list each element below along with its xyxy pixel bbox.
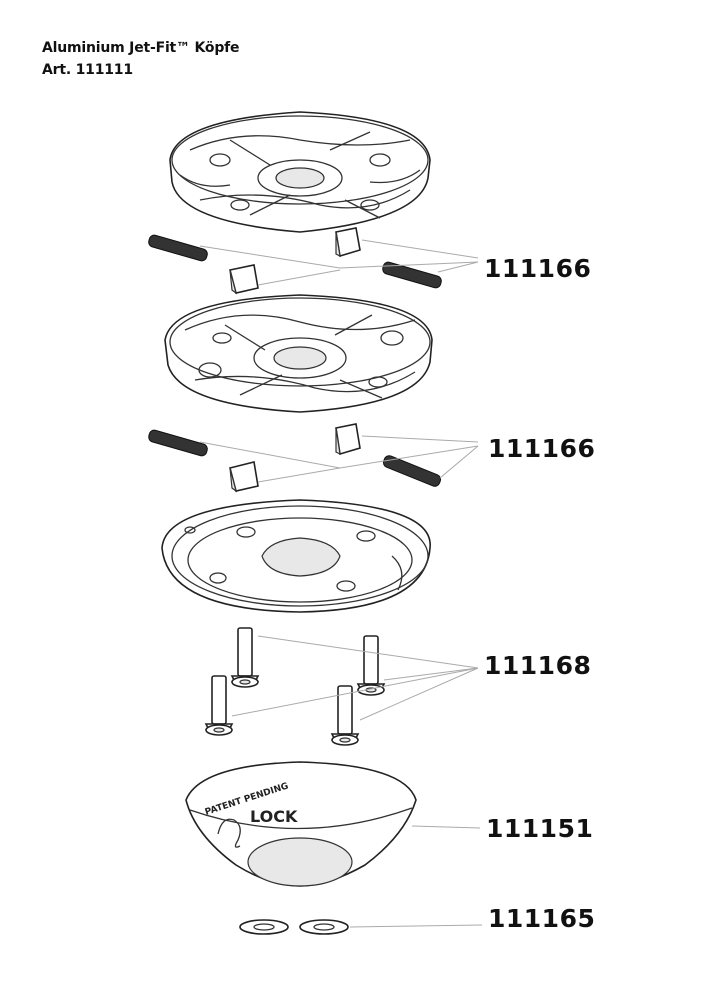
top-head-part (169, 111, 431, 233)
callout-label-pins-lower: 111166 (488, 434, 596, 463)
washer-2 (299, 919, 349, 935)
screw-3 (204, 675, 234, 736)
callout-label-washers: 111165 (488, 904, 596, 933)
base-plate (161, 499, 431, 613)
washer-1 (239, 919, 289, 935)
callout-label-screws: 111168 (484, 651, 592, 680)
screw-1 (230, 627, 260, 688)
upper-right-pin (382, 261, 442, 289)
page-title: Aluminium Jet-Fit™ Köpfe (42, 40, 240, 56)
lower-right-pin (382, 455, 442, 487)
screw-group (204, 627, 479, 746)
lower-pin-group (148, 423, 479, 493)
upper-left-pin (148, 234, 208, 262)
screw-4 (330, 685, 360, 746)
middle-head-part (164, 294, 433, 413)
screw-2 (356, 635, 386, 696)
washer-group (239, 919, 483, 935)
callout-label-pins-upper: 111166 (484, 254, 592, 283)
lower-left-pin (148, 429, 208, 457)
article-number: Art. 111111 (42, 62, 133, 78)
upper-pin-group (148, 227, 479, 295)
bump-cone: PATENT PENDING LOCK (185, 761, 481, 887)
lock-marking: LOCK (250, 807, 298, 826)
callout-label-cone: 111151 (486, 814, 594, 843)
